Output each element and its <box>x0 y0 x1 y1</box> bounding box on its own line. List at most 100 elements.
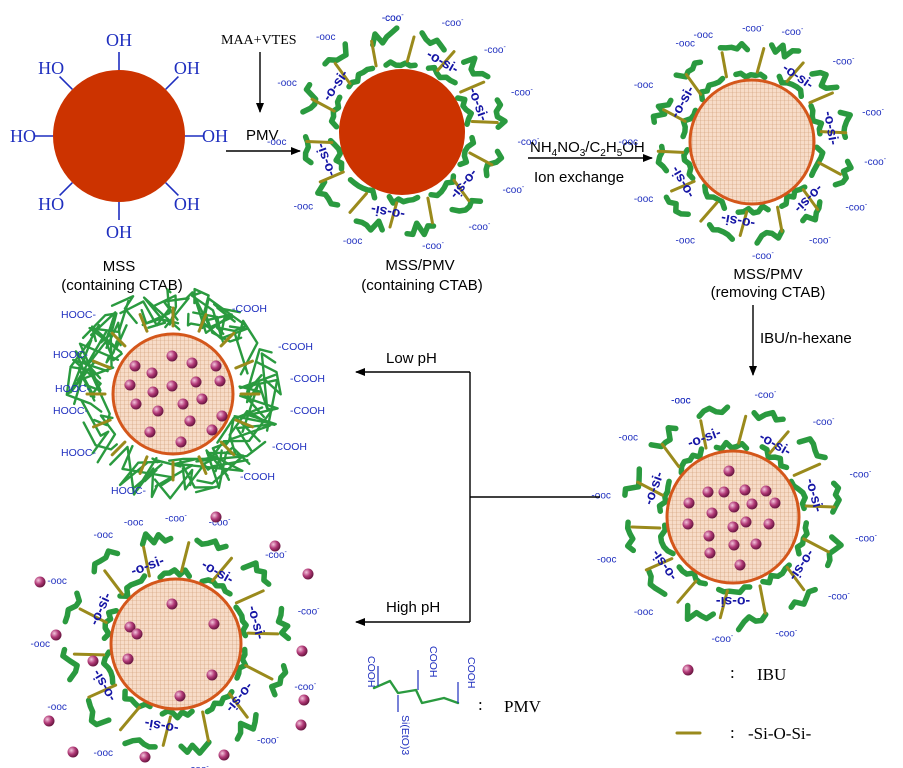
polymer-chain <box>663 194 691 217</box>
polymer-chain <box>735 203 771 216</box>
crosslink <box>388 201 399 229</box>
crosslink <box>758 584 767 615</box>
polymer-chain <box>85 697 112 728</box>
crosslink <box>234 418 254 429</box>
crosslink <box>676 579 698 604</box>
hydroxyl-label: HO <box>10 126 36 146</box>
polymer-chain <box>139 531 174 548</box>
polymer-chain <box>275 605 292 642</box>
crosslink <box>110 331 127 348</box>
carboxylate-label: -ooc <box>671 395 690 406</box>
ibu-bead <box>122 653 134 665</box>
polymer-chain <box>110 295 138 325</box>
crosslink <box>808 91 834 105</box>
legend-sep-ibu: : <box>730 663 735 682</box>
pmv-structure: COOH COOH COOH Si(EtO)3 <box>365 646 477 755</box>
polymer-chain <box>89 311 117 344</box>
carboxylate-label: -ooc <box>597 554 616 565</box>
label-ion-exchange: Ion exchange <box>534 169 624 186</box>
carboxylate-label: -ooc <box>267 137 286 148</box>
crosslink <box>737 414 748 445</box>
carboxylate-label: -ooc <box>294 202 313 213</box>
ibu-bead <box>152 405 164 417</box>
polymer-chain <box>236 319 259 376</box>
mesoporous-core <box>665 449 801 585</box>
hydroxyl-bonds <box>35 52 203 220</box>
carboxylate-label: -coo- <box>484 44 506 56</box>
polymer-chain <box>178 739 212 756</box>
polymer-chain <box>698 75 726 103</box>
caption-mss: MSS <box>103 258 136 275</box>
carboxylate-label: -coo- <box>809 235 831 247</box>
ph-branch: Low pH High pH <box>355 350 600 626</box>
carboxylate-label: -coo- <box>187 764 209 768</box>
ibu-bead <box>131 628 143 640</box>
polymer-chain <box>222 406 273 443</box>
crosslink <box>234 589 265 605</box>
crosslink <box>684 73 703 96</box>
arrow-grafting: MAA+VTES PMV <box>221 33 301 155</box>
polymer-chain <box>91 548 121 575</box>
carboxylic-acid-label: HOOC- <box>111 485 147 497</box>
ibu-bead <box>67 746 79 758</box>
carboxylate-label: -coo- <box>382 12 404 24</box>
siloxane-label: -o-si- <box>716 594 751 610</box>
legend: COOH COOH COOH Si(EtO)3 : PMV : IBU : -S… <box>365 646 812 755</box>
carboxylate-label: -ooc <box>634 607 653 618</box>
polymer-chain <box>65 367 103 413</box>
ibu-bead <box>683 497 695 509</box>
reagent-ion-exchange: NH4NO3/C2H5OH <box>530 139 645 159</box>
ibu-bead <box>184 415 196 427</box>
crosslink <box>660 442 681 469</box>
siosi-crosslinks <box>630 414 836 620</box>
carboxylic-acid-label: HOOC- <box>61 309 97 321</box>
carboxylic-acid-label: -COOH <box>290 405 325 417</box>
carboxylic-acid-label: -COOH <box>290 373 325 385</box>
crosslink <box>92 418 112 429</box>
polymer-chain <box>735 611 769 633</box>
carboxylic-acid-label: -COOH <box>240 471 275 483</box>
carboxylate-label: -coo- <box>850 469 872 481</box>
polymer-chain <box>72 358 109 398</box>
mesoporous-core <box>111 332 235 456</box>
ibu-bead <box>124 621 136 633</box>
polymer-chain <box>454 95 474 127</box>
drug-loaded-particle: -ooc-coo--coo--coo--coo--coo--coo--coo--… <box>591 389 877 645</box>
hydroxyl-label: OH <box>202 126 228 146</box>
carboxylate-label: -ooc <box>676 38 695 49</box>
polymer-chain <box>832 158 854 188</box>
caption-mss-sub: (containing CTAB) <box>61 277 182 294</box>
hydroxyl-label: HO <box>38 194 64 214</box>
polymer-chain <box>684 602 717 623</box>
crosslink <box>662 108 687 123</box>
ibu-bead <box>177 398 189 410</box>
polymer-chain <box>87 340 123 366</box>
polymer-chain <box>118 460 161 487</box>
carboxylic-acid-label: -COOH <box>278 341 313 353</box>
pmv-cooh-3: COOH <box>465 657 477 689</box>
polymer-chain <box>713 439 750 452</box>
pmv-silane: Si(EtO)3 <box>399 715 411 755</box>
crosslink <box>118 705 141 732</box>
crosslink <box>699 419 708 450</box>
carboxylic-acid-label: HOOC- <box>53 405 89 417</box>
ibu-bead <box>746 498 758 510</box>
ibu-bead <box>728 539 740 551</box>
siloxane-label: -o-si- <box>318 66 351 103</box>
crosslink <box>370 39 378 68</box>
polymer-chain <box>788 586 818 610</box>
ibu-bead <box>124 379 136 391</box>
polymer-chain <box>322 41 349 67</box>
crosslink <box>197 313 208 333</box>
crosslink <box>468 151 494 167</box>
high-ph-particle: -ooc-coo--coo--coo--coo--coo--coo--ooc-o… <box>31 512 321 768</box>
polymer-chain <box>788 478 808 512</box>
polymer-chain <box>327 137 345 172</box>
carboxylate-label: -ooc <box>591 490 610 501</box>
polymer-chain <box>135 467 160 499</box>
siloxane-label: -o-si- <box>143 716 180 738</box>
caption-mss-pmv-sub: (containing CTAB) <box>361 277 482 294</box>
polymer-chain <box>195 441 225 463</box>
ibu-molecules <box>124 350 228 448</box>
siosi-crosslinks <box>656 47 848 237</box>
